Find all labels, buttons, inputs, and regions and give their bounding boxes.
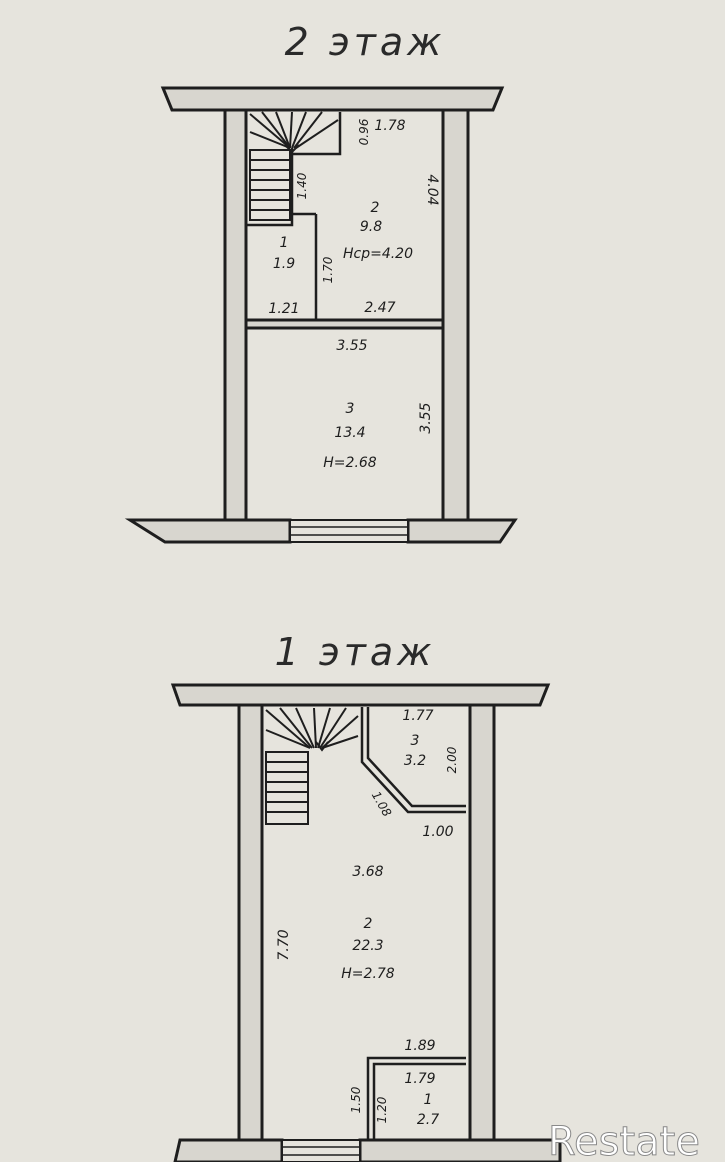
watermark-text: Restate <box>548 1119 700 1162</box>
floor-1-dim-1-89: 1.89 <box>404 1038 435 1054</box>
floor-1-room1-num: 1 <box>424 1092 433 1108</box>
floor-1-bottom-wall-right <box>358 1138 562 1162</box>
floor-2-room1-num: 1 <box>280 235 289 251</box>
floor-1-room2-height: Н=2.78 <box>341 966 395 982</box>
floor-2-stairs <box>249 111 339 221</box>
floor-1-room3-num: 3 <box>411 733 420 749</box>
floor-1-room1-area: 2.7 <box>417 1112 439 1128</box>
floor-2-bottom-wall-right <box>406 518 518 544</box>
floor-2-room2-area: 9.8 <box>360 219 382 235</box>
floor-2-room3-height: Н=2.68 <box>323 455 377 471</box>
floor-2-dim-1-78: 1.78 <box>374 118 405 134</box>
floor-2-mid-partition <box>244 318 445 330</box>
floor-1-plan: 1 этаж <box>170 630 562 1162</box>
floor-1-bottom-wall-left <box>173 1138 284 1162</box>
floor-1-dim-7-70: 7.70 <box>276 929 292 960</box>
floor-2-dim-2-47: 2.47 <box>364 300 395 316</box>
floor-2-window <box>289 519 409 543</box>
floor-2-stair-enclosure <box>290 112 342 214</box>
floor-1-left-wall <box>237 703 264 1142</box>
floor-1-dim-1-77: 1.77 <box>402 708 433 724</box>
floor-1-right-wall <box>468 703 496 1142</box>
floor-2-room2-height: Нср=4.20 <box>343 246 413 262</box>
floor-2-room3-area: 13.4 <box>334 425 365 441</box>
floor-1-stairs <box>265 707 359 825</box>
floor-2-room1-area: 1.9 <box>273 256 295 272</box>
floor-1-dim-1-20: 1.20 <box>375 1096 389 1123</box>
floor-1-room3-partition <box>360 707 466 814</box>
floor-1-room2-num: 2 <box>364 916 373 932</box>
floor-2-dim-1-21: 1.21 <box>268 301 299 317</box>
floor-1-dim-1-00: 1.00 <box>422 824 453 840</box>
floor-2-plan: 2 этаж <box>124 20 518 544</box>
floor-1-dim-1-79: 1.79 <box>404 1071 435 1087</box>
floor-2-left-wall <box>223 108 248 522</box>
floor-1-room1-partition <box>366 1056 466 1140</box>
floor-2-dim-3-55-top: 3.55 <box>336 338 367 354</box>
floor-1-window <box>281 1139 361 1162</box>
floor-2-room1-partition <box>246 212 318 320</box>
floor-2-dim-1-70: 1.70 <box>321 256 335 283</box>
floor-1-dim-2-00: 2.00 <box>445 746 459 773</box>
floor-1-room3-area: 3.2 <box>404 753 426 769</box>
floor-2-dim-3-55-side: 3.55 <box>418 402 434 433</box>
floor-2-room2-num: 2 <box>371 200 380 216</box>
floor-2-dim-1-40: 1.40 <box>295 172 309 199</box>
restate-watermark: Restate <box>548 1119 701 1162</box>
floor-2-title: 2 этаж <box>285 20 446 64</box>
floor-1-top-wall <box>170 683 551 707</box>
floor-1-room2-area: 22.3 <box>352 938 383 954</box>
floor-2-top-wall <box>160 86 505 112</box>
floor-2-bottom-wall-left <box>124 518 292 544</box>
floor-1-title: 1 этаж <box>275 630 436 674</box>
floor-1-room3-partition-inner <box>366 707 466 808</box>
floor-2-dim-0-96: 0.96 <box>357 118 371 145</box>
floor-2-dim-4-04: 4.04 <box>424 174 440 205</box>
floor-1-dim-1-50: 1.50 <box>349 1086 363 1113</box>
floor-2-room3-num: 3 <box>346 401 355 417</box>
floor-2-right-wall <box>441 108 470 522</box>
floor-1-dim-3-68: 3.68 <box>352 864 383 880</box>
